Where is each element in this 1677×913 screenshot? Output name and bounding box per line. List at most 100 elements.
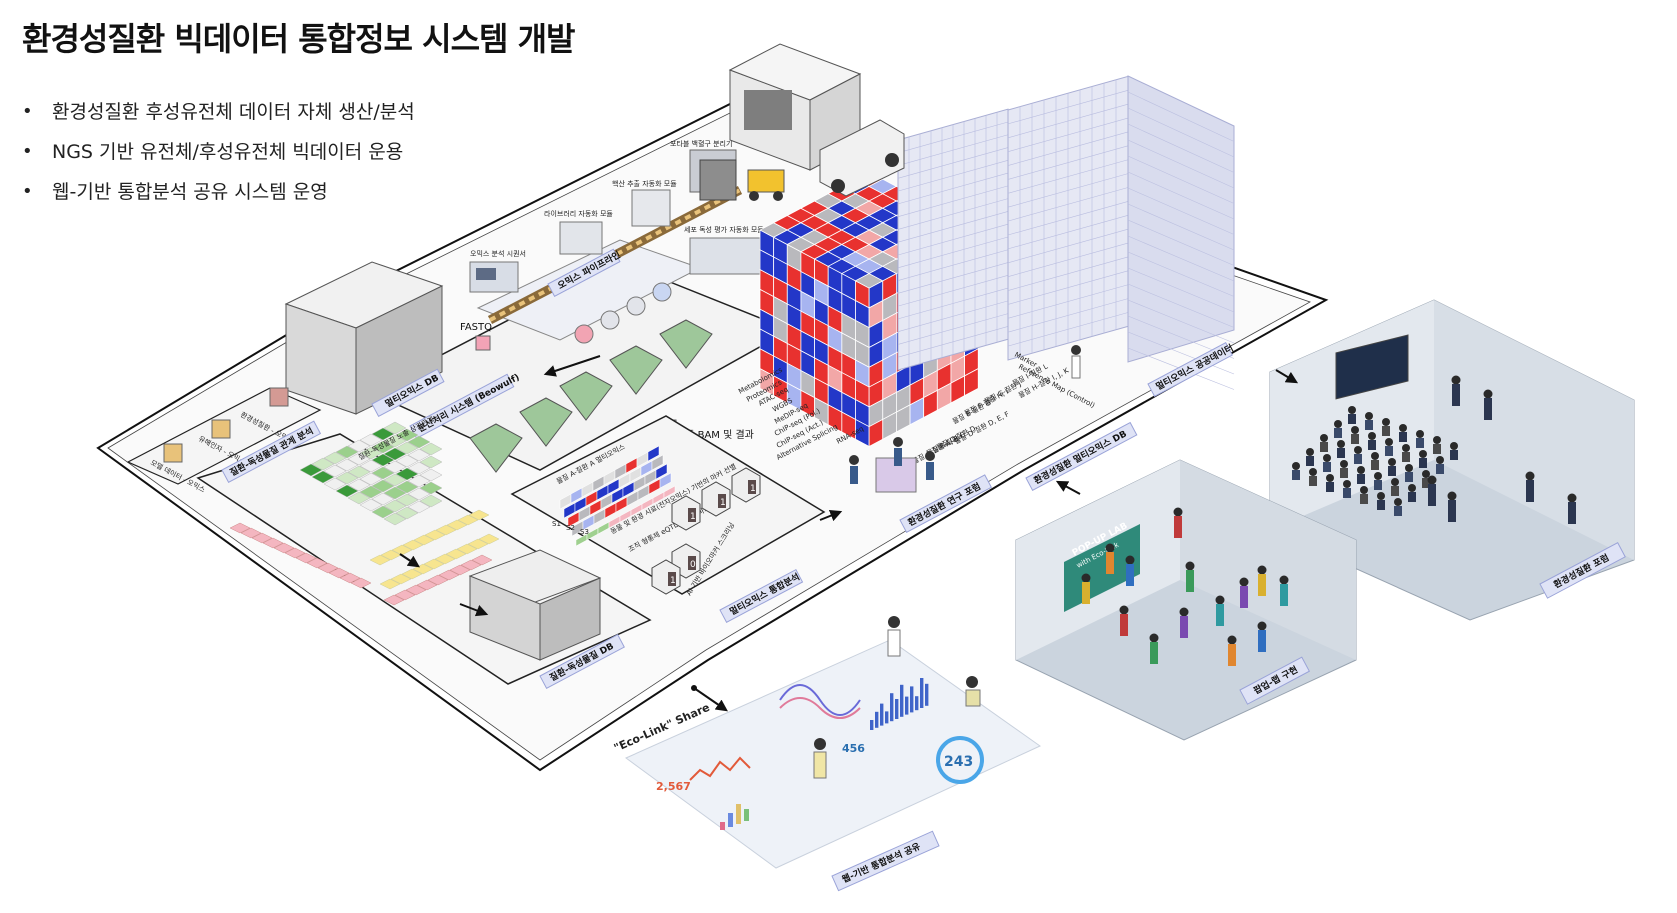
attendee	[1433, 436, 1441, 444]
relation-cell	[371, 440, 395, 454]
relation-cell	[402, 539, 424, 551]
delivery-truck	[728, 43, 905, 197]
relation-cell	[359, 485, 383, 499]
svg-text:1: 1	[670, 576, 676, 586]
attendee	[1348, 406, 1356, 414]
dashboard-bar	[895, 699, 899, 719]
relation-cell	[478, 533, 500, 545]
marker-boxes: 1 1 1 0 1	[651, 467, 761, 595]
relation-cell	[419, 481, 443, 495]
integration-panel: 물질 A-질환 A 멀티오믹스 S1 S2 S3 동물 및 환경 시료(전자오믹…	[510, 415, 826, 624]
relation-cell	[395, 441, 419, 455]
relation-cell	[299, 463, 323, 477]
attendee	[1436, 456, 1444, 464]
relation-cell	[407, 500, 431, 514]
attendee	[1354, 454, 1362, 464]
relation-cell	[323, 464, 347, 478]
attendee	[1399, 432, 1407, 442]
device-label: 라이브러리 자동화 모듈	[544, 209, 613, 218]
relation-cell	[395, 506, 419, 520]
attendee	[1377, 500, 1385, 510]
visitor	[1173, 507, 1183, 517]
dashboard-bar	[720, 822, 725, 830]
attendee	[1433, 444, 1441, 454]
dashboard-bar	[920, 678, 924, 708]
attendee	[1402, 444, 1410, 452]
attendee	[1357, 466, 1365, 474]
device-label: 오믹스 분석 시퀀서	[470, 249, 526, 258]
device-label: 핵산 추출 자동화 모듈	[612, 179, 677, 188]
attendee	[1428, 484, 1436, 506]
dashboard-bar	[900, 684, 904, 717]
dashboard-bar	[736, 804, 741, 824]
attendee	[1351, 434, 1359, 444]
relation-cell	[471, 554, 493, 566]
relation-cell	[369, 554, 391, 566]
relation-cell	[395, 454, 419, 468]
dashboard-big-number: 243	[944, 754, 973, 770]
relation-cell	[317, 562, 339, 574]
attendee	[1377, 492, 1385, 500]
attendee	[1292, 470, 1300, 480]
visitor	[1149, 633, 1159, 643]
relation-cell	[394, 589, 416, 601]
relation-cell	[427, 574, 449, 586]
relation-cell	[339, 572, 361, 584]
attendee	[1309, 476, 1317, 486]
attendee	[1323, 454, 1331, 462]
cube-cell	[964, 367, 979, 397]
visitor	[1105, 543, 1115, 553]
visitor	[1179, 607, 1189, 617]
attendee	[1484, 398, 1492, 420]
relation-cell	[424, 529, 446, 541]
dashboard-bar	[875, 711, 879, 728]
relation-cell	[416, 579, 438, 591]
relation-cell	[467, 538, 489, 550]
attendee	[1416, 438, 1424, 448]
relation-cell	[383, 512, 407, 526]
attendee	[1382, 426, 1390, 436]
attendee	[1419, 450, 1427, 458]
gear-icon-row	[574, 282, 672, 344]
integration-heatmap	[559, 445, 676, 547]
relation-cell	[407, 474, 431, 488]
attendee	[1399, 424, 1407, 432]
disease-omics-panel: 환경성질환 - 오믹스 유해인자 - 오믹스 모델 데이터 - 오믹스	[126, 387, 322, 495]
attendee	[1567, 493, 1577, 503]
attendee	[1388, 458, 1396, 466]
attendee	[1343, 480, 1351, 488]
attendee	[1292, 462, 1300, 470]
heatmap-cell	[647, 445, 660, 462]
attendee	[1452, 384, 1460, 406]
attendee	[1323, 462, 1331, 472]
relation-cell	[391, 544, 413, 556]
attendee	[1340, 460, 1348, 468]
relation-cell	[347, 439, 371, 453]
relation-cell	[371, 466, 395, 480]
forum-room	[1269, 299, 1635, 621]
relation-cell	[240, 527, 262, 539]
relation-panel: 질환-독성물질 관계 분석 질환-독성물질 노출 상관관계 질환-독성물질 DB	[196, 414, 652, 690]
relation-cell	[350, 577, 372, 589]
heatmap-cell	[651, 454, 664, 471]
attendee	[1391, 486, 1399, 496]
multiomics-db-server: 멀티오믹스 DB	[284, 261, 445, 418]
attendee	[1320, 442, 1328, 452]
public-data-server-racks	[897, 75, 1235, 390]
relation-cell	[229, 522, 251, 534]
relation-cell	[359, 459, 383, 473]
relation-cell	[460, 559, 482, 571]
device-extraction	[631, 189, 671, 227]
relation-cell	[419, 494, 443, 508]
relation-cell	[405, 584, 427, 596]
attendee	[1368, 432, 1376, 440]
relation-cell	[435, 524, 457, 536]
relation-cell	[390, 573, 412, 585]
relation-cell	[359, 433, 383, 447]
relation-cell	[379, 578, 401, 590]
relation-cell	[383, 486, 407, 500]
device-sequencer	[469, 261, 519, 293]
attendee	[1354, 446, 1362, 454]
relation-cell	[383, 434, 407, 448]
relation-cell	[335, 458, 359, 472]
